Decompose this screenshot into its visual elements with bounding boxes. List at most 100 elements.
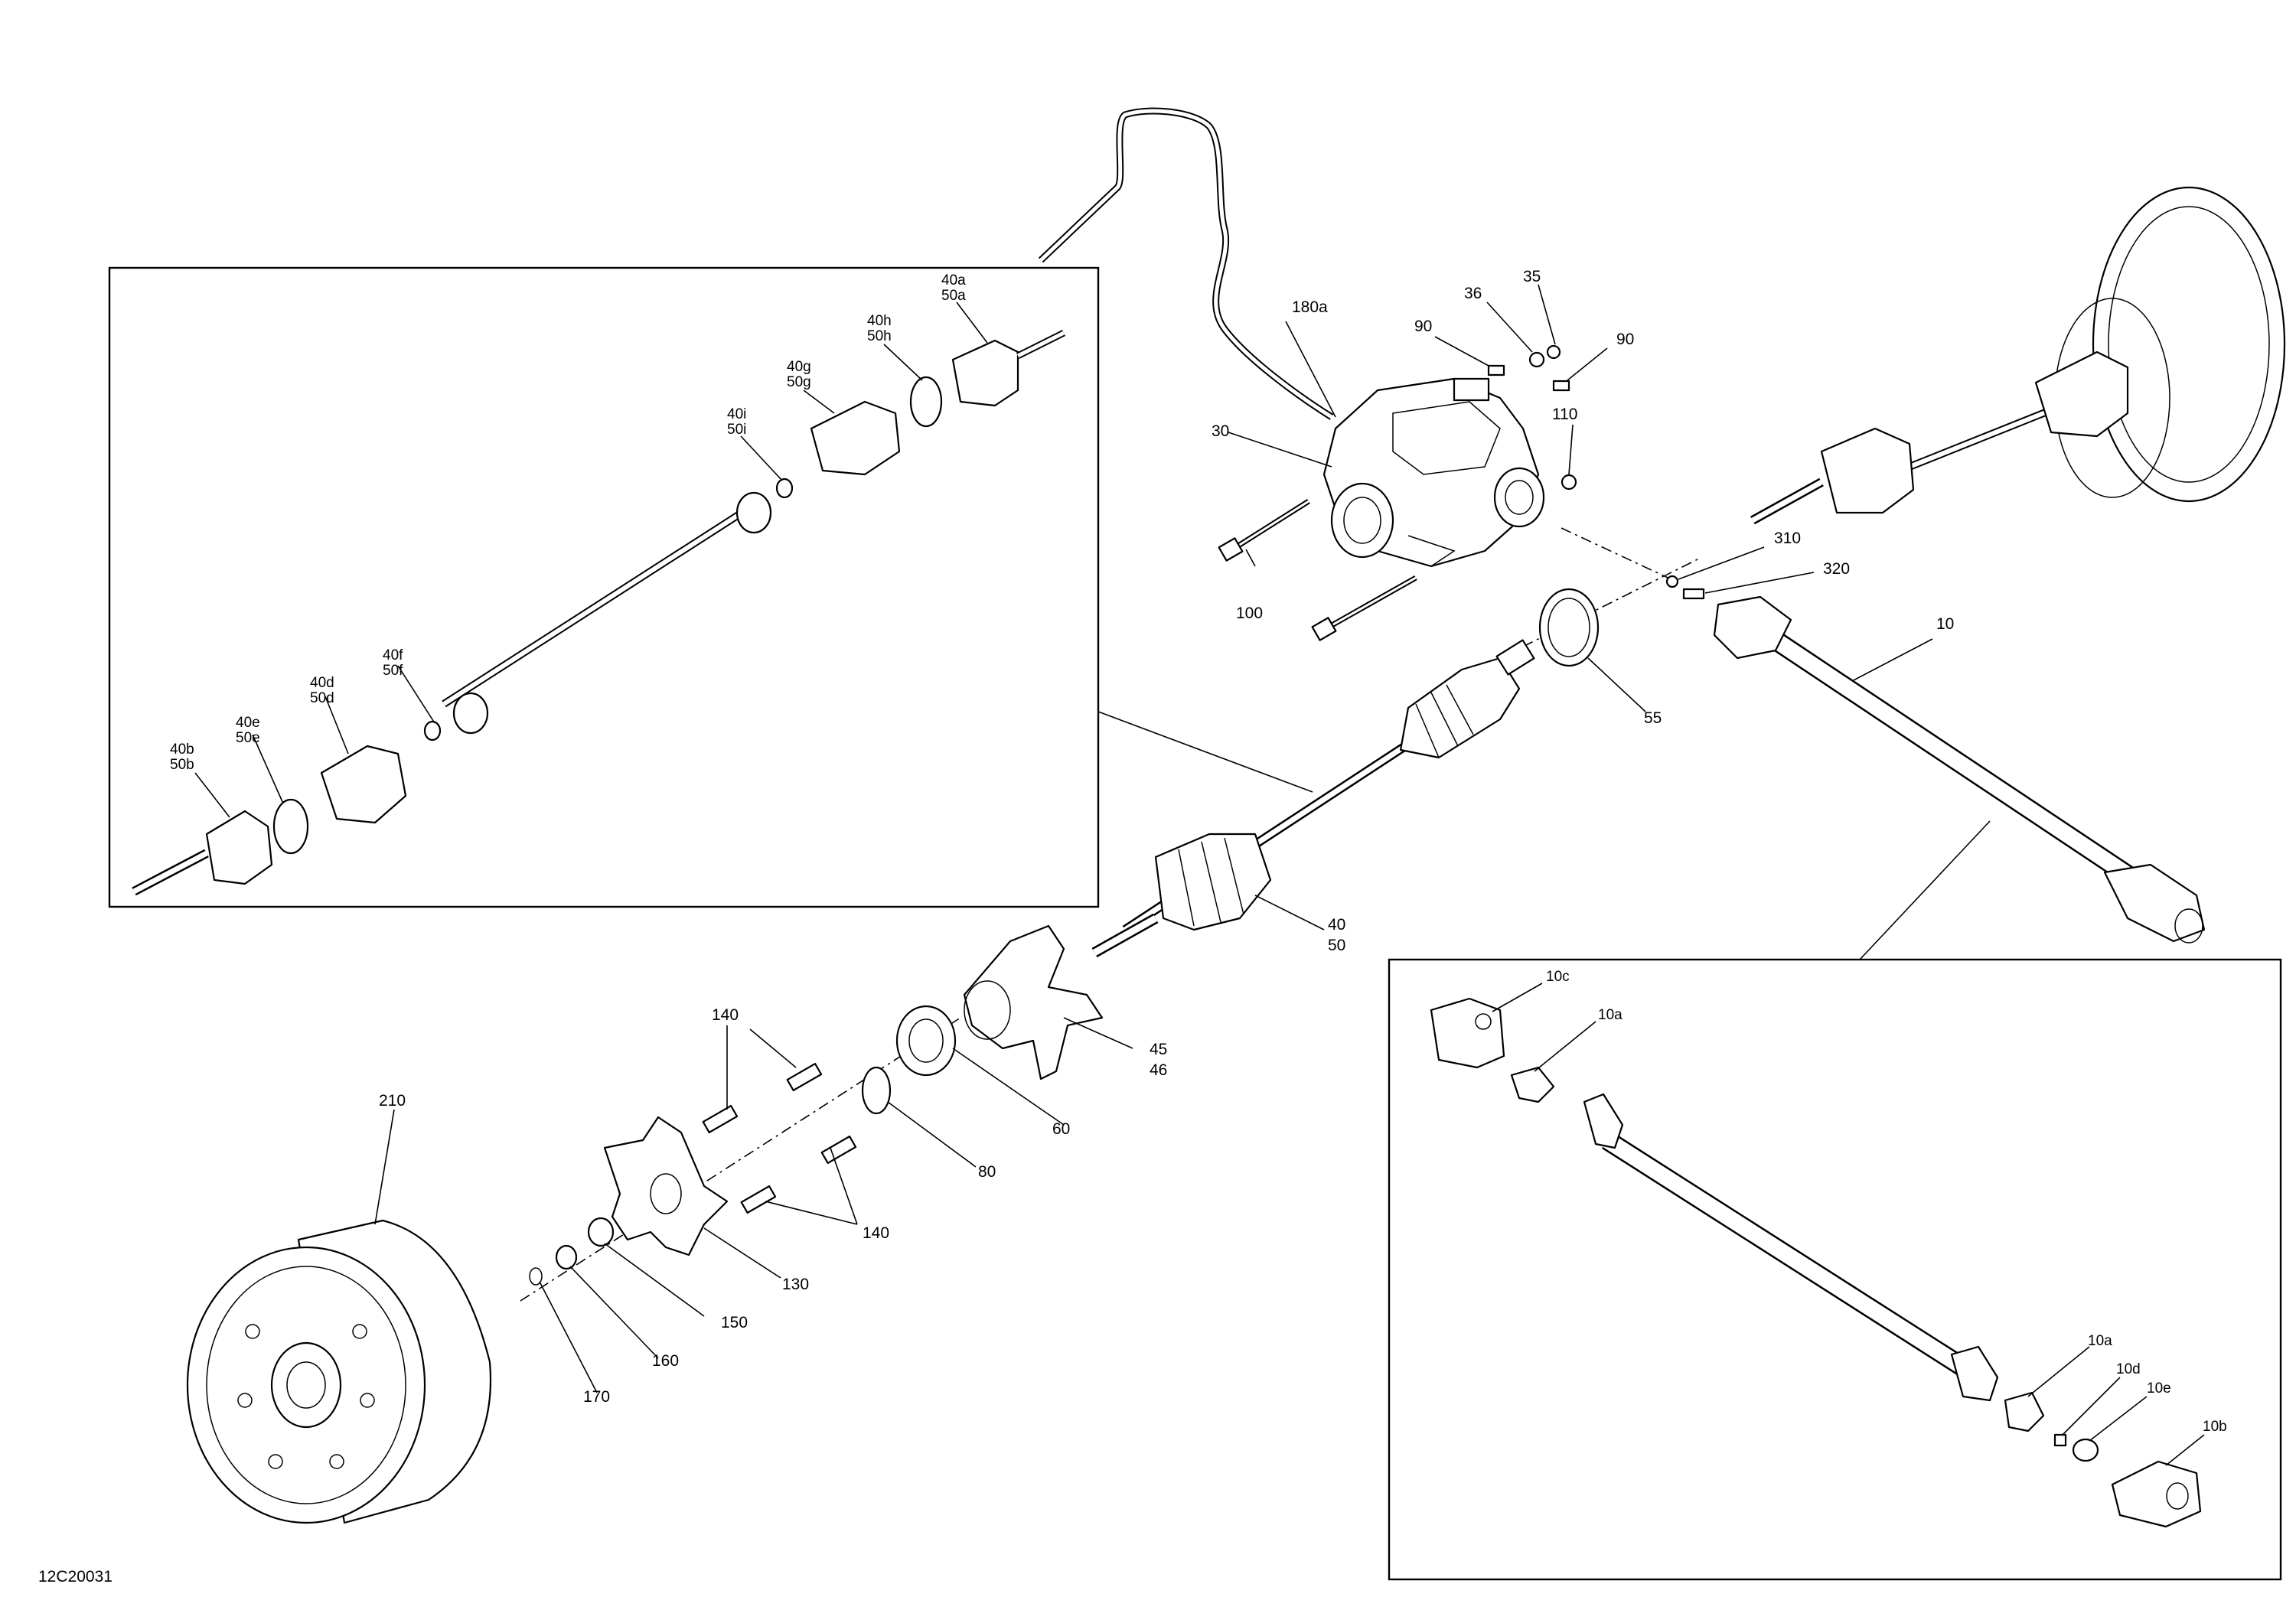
label-40i: 40i bbox=[727, 406, 746, 422]
label-50: 50 bbox=[1328, 937, 1345, 954]
label-310: 310 bbox=[1774, 530, 1801, 547]
nut-160 bbox=[555, 1244, 578, 1270]
front-differential bbox=[1322, 377, 1545, 568]
part-35-bolt bbox=[1546, 344, 1561, 360]
inset-joint-40f bbox=[452, 692, 489, 735]
label-36: 36 bbox=[1464, 285, 1482, 302]
part-labels: 180a 30 35 36 90 90 110 100 55 310 320 1… bbox=[38, 268, 2227, 1586]
label-55: 55 bbox=[1644, 709, 1662, 727]
seal-55 bbox=[1538, 588, 1600, 667]
part-110-plug bbox=[1561, 474, 1577, 491]
leader-lines bbox=[194, 284, 2205, 1466]
inset-washer-10e bbox=[2072, 1438, 2099, 1462]
inset-boot-40g bbox=[810, 400, 901, 476]
label-150: 150 bbox=[721, 1314, 748, 1331]
part-90-right bbox=[1552, 380, 1570, 392]
label-140-bottom: 140 bbox=[863, 1224, 889, 1242]
label-50g: 50g bbox=[787, 374, 811, 390]
label-10e: 10e bbox=[2147, 1380, 2171, 1397]
label-40g: 40g bbox=[787, 359, 811, 375]
label-10: 10 bbox=[1936, 615, 1954, 633]
label-30: 30 bbox=[1212, 422, 1229, 440]
cotter-pin-170 bbox=[529, 1267, 543, 1286]
label-50f: 50f bbox=[383, 663, 403, 679]
inset-cross-10a-bottom bbox=[2004, 1391, 2045, 1432]
right-wheel bbox=[2054, 186, 2286, 503]
label-160: 160 bbox=[652, 1352, 679, 1370]
inset-axle-assembly bbox=[132, 329, 1066, 896]
drawing-code: 12C20031 bbox=[38, 1568, 113, 1586]
label-40: 40 bbox=[1328, 916, 1345, 934]
inset-clamp-40e bbox=[272, 798, 309, 855]
propeller-shaft bbox=[1713, 595, 2206, 944]
label-50b: 50b bbox=[170, 757, 194, 773]
label-40e: 40e bbox=[236, 715, 260, 731]
label-320: 320 bbox=[1823, 560, 1850, 578]
part-320-bolt bbox=[1682, 588, 1705, 600]
stud-140-3 bbox=[820, 1135, 857, 1165]
label-90-right: 90 bbox=[1616, 331, 1634, 348]
vent-hose bbox=[1038, 107, 1334, 420]
part-310-washer bbox=[1665, 575, 1679, 588]
bolt-100-upper bbox=[1218, 499, 1310, 562]
stud-140-2 bbox=[702, 1104, 739, 1134]
wheel-bearing-60 bbox=[895, 1005, 957, 1077]
hub-axis-line bbox=[520, 1017, 961, 1302]
stud-140-1 bbox=[786, 1062, 823, 1092]
label-46: 46 bbox=[1150, 1061, 1167, 1079]
label-50d: 50d bbox=[310, 690, 334, 706]
label-100: 100 bbox=[1236, 605, 1263, 622]
label-10d: 10d bbox=[2116, 1361, 2141, 1377]
label-170: 170 bbox=[583, 1388, 610, 1406]
part-36-washer bbox=[1528, 351, 1545, 368]
label-130: 130 bbox=[782, 1276, 809, 1293]
inset-inner-cv-40a bbox=[951, 339, 1019, 407]
bolt-100-lower bbox=[1311, 575, 1417, 641]
wheel-hub-130 bbox=[603, 1116, 729, 1256]
label-80: 80 bbox=[978, 1163, 996, 1181]
inset-yoke-10b bbox=[2111, 1460, 2202, 1528]
label-210: 210 bbox=[379, 1092, 406, 1110]
label-45: 45 bbox=[1150, 1041, 1167, 1058]
label-40d: 40d bbox=[310, 675, 334, 691]
steering-knuckle bbox=[963, 924, 1104, 1080]
label-50h: 50h bbox=[867, 328, 892, 344]
washer-150 bbox=[587, 1217, 615, 1247]
label-35: 35 bbox=[1523, 268, 1541, 285]
inset-driveshaft-connector bbox=[1859, 820, 1991, 960]
label-50a: 50a bbox=[941, 288, 966, 304]
label-180a: 180a bbox=[1292, 298, 1328, 316]
part-90-left bbox=[1487, 364, 1505, 376]
label-90-left: 90 bbox=[1414, 318, 1432, 335]
inset-axle-frame bbox=[108, 266, 1100, 908]
stud-140-4 bbox=[740, 1185, 777, 1214]
label-10a-top: 10a bbox=[1598, 1007, 1623, 1023]
label-60: 60 bbox=[1052, 1120, 1070, 1138]
label-10c: 10c bbox=[1546, 969, 1570, 985]
main-drive-axle bbox=[1091, 639, 1535, 958]
label-10b: 10b bbox=[2203, 1419, 2227, 1435]
label-10a-bottom: 10a bbox=[2088, 1333, 2112, 1349]
right-drive-axle bbox=[1750, 350, 2129, 525]
label-40f: 40f bbox=[383, 647, 403, 663]
label-50i: 50i bbox=[727, 422, 746, 438]
diff-axis-line bbox=[1561, 527, 1677, 582]
inset-grease-10d bbox=[2053, 1433, 2067, 1447]
inset-axle-connector bbox=[1097, 711, 1313, 793]
label-40b: 40b bbox=[170, 741, 194, 758]
inset-joint-40i bbox=[735, 491, 772, 534]
vent-hose-inner bbox=[1039, 109, 1333, 419]
inset-yoke-10c bbox=[1430, 997, 1505, 1069]
inset-driveshaft-frame bbox=[1388, 958, 2282, 1581]
label-50e: 50e bbox=[236, 730, 260, 746]
label-40h: 40h bbox=[867, 313, 892, 329]
inset-outer-cv-40b bbox=[205, 810, 273, 885]
label-40a: 40a bbox=[941, 272, 966, 288]
label-140-top: 140 bbox=[712, 1006, 739, 1024]
front-wheel-210 bbox=[186, 1219, 491, 1524]
retaining-ring-80 bbox=[861, 1066, 892, 1115]
inset-cross-10a-top bbox=[1510, 1066, 1555, 1103]
label-110: 110 bbox=[1552, 406, 1577, 423]
